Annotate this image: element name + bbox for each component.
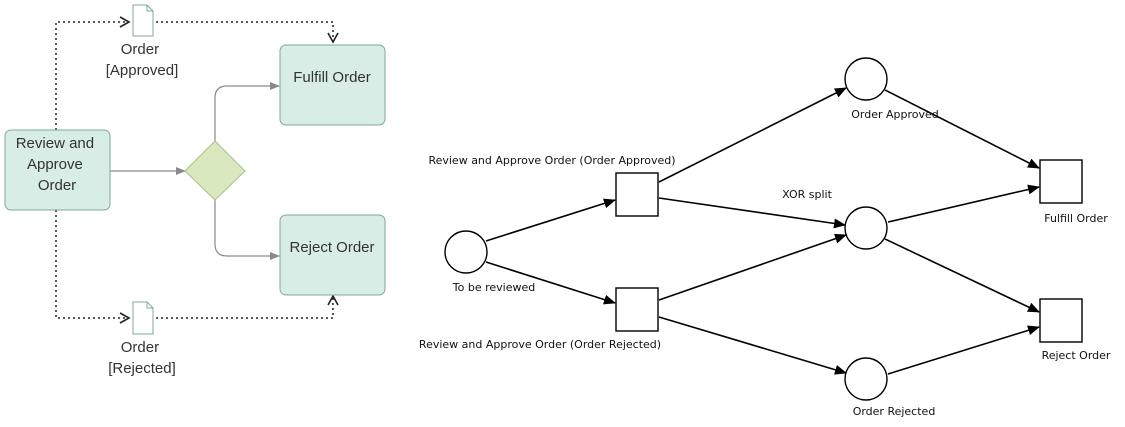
data-approved-line-2: [Approved] (106, 62, 179, 79)
arc-xor-to-fulfill (887, 184, 1040, 223)
svg-text:Order [Approved]: Order [Approved] (106, 41, 179, 79)
label-fulfill-order: Fulfill Order (1044, 212, 1108, 225)
task-fulfill-order[interactable]: Fulfill Order (279, 44, 386, 126)
label-xor-split: XOR split (782, 188, 832, 201)
label-to-be-reviewed: To be reviewed (452, 281, 535, 294)
data-approved-line-1: Order (121, 41, 159, 58)
association-rejected-to-reject (156, 294, 339, 319)
label-reject-order: Reject Order (1042, 349, 1111, 362)
data-object-order-rejected[interactable]: Order [Rejected] (108, 301, 176, 377)
task-review-and-approve-order[interactable]: Review and Approve Order (4, 129, 111, 211)
document-icon (132, 301, 154, 335)
association-to-approved-doc (55, 16, 131, 130)
arc-review-rejected-to-xor (658, 233, 847, 301)
label-order-approved: Order Approved (851, 108, 939, 121)
document-icon (132, 4, 154, 37)
flow-gateway-to-reject (214, 200, 280, 260)
arc-review-rejected-to-order-rejected (658, 316, 847, 375)
arc-xor-to-reject (884, 238, 1040, 313)
arc-start-to-review-approved (485, 198, 616, 242)
task-review-line-2: Approve (27, 156, 83, 173)
task-review-line-3: Order (38, 177, 76, 194)
transition-reject-order[interactable] (1039, 298, 1083, 343)
svg-text:Review and Approve: Review and Approve Order (16, 135, 99, 194)
exclusive-gateway[interactable] (184, 140, 246, 201)
data-object-order-approved[interactable]: Order [Approved] (106, 4, 179, 79)
arc-review-approved-to-order-approved (658, 87, 847, 183)
bpmn-diagram: Review and Approve Order Fulfill Order R… (4, 4, 386, 377)
association-to-rejected-doc (55, 210, 131, 324)
transition-review-approved[interactable] (615, 172, 659, 217)
label-review-rejected: Review and Approve Order (Order Rejected… (419, 338, 661, 351)
task-reject-label: Reject Order (289, 239, 374, 256)
arc-review-approved-to-xor (658, 197, 846, 229)
transition-fulfill-order[interactable] (1039, 159, 1083, 204)
place-order-rejected[interactable] (844, 357, 888, 401)
petri-net-diagram: Review and Approve Order (Order Approved… (419, 57, 1111, 418)
arc-order-rejected-to-reject (887, 325, 1040, 375)
label-order-rejected: Order Rejected (853, 405, 936, 418)
svg-text:Order [Rejected]: Order [Rejected] (108, 339, 176, 377)
task-fulfill-label: Fulfill Order (293, 69, 371, 86)
arc-order-approved-to-fulfill (884, 89, 1040, 169)
task-reject-order[interactable]: Reject Order (279, 214, 386, 296)
place-order-approved[interactable] (844, 57, 888, 101)
data-rejected-line-2: [Rejected] (108, 360, 176, 377)
transition-review-rejected[interactable] (615, 287, 659, 332)
place-to-be-reviewed[interactable] (444, 230, 488, 274)
place-xor-split[interactable] (844, 206, 888, 250)
flow-gateway-to-fulfill (214, 82, 280, 141)
arc-start-to-review-rejected (485, 261, 616, 305)
association-approved-to-fulfill (156, 21, 339, 44)
task-review-line-1: Review and (16, 135, 94, 152)
label-review-approved: Review and Approve Order (Order Approved… (428, 154, 675, 167)
data-rejected-line-1: Order (121, 339, 159, 356)
